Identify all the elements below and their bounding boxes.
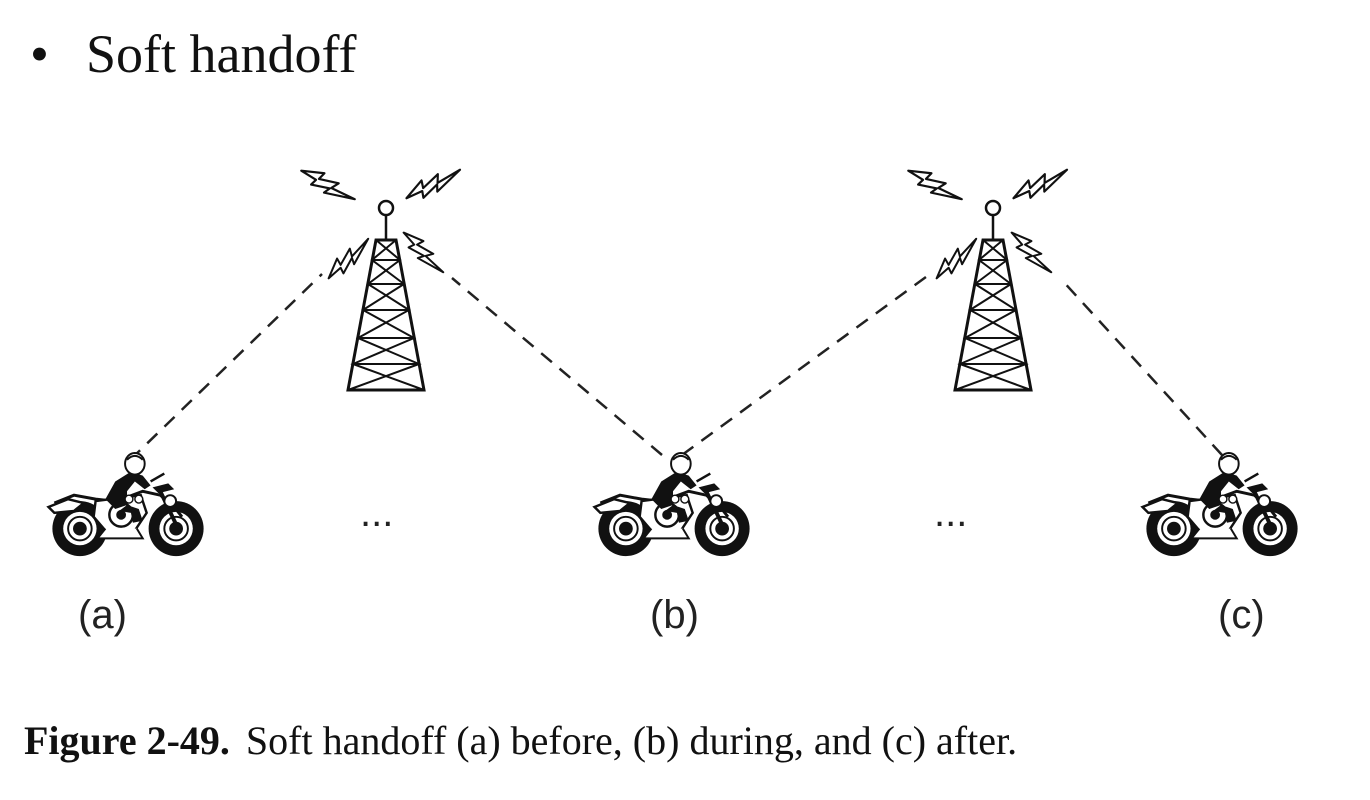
radio-tower-icon: [953, 199, 1033, 392]
lightning-bolt-icon: [1004, 225, 1058, 279]
lightning-bolt-icon: [401, 160, 466, 207]
link-c-to-tower-2: [1059, 277, 1223, 456]
link-b-to-tower-2: [681, 272, 931, 457]
ellipsis-2: ...: [934, 491, 967, 535]
link-a-to-tower-1: [129, 273, 323, 461]
radio-links: [129, 272, 1223, 461]
slide-heading: Soft handoff: [86, 24, 357, 84]
bullet-glyph: •: [30, 24, 49, 84]
lightning-bolt-icon: [321, 232, 375, 286]
lightning-bolt-icon: [903, 161, 967, 208]
caption-text: Soft handoff (a) before, (b) during, and…: [245, 718, 1018, 763]
motorcycle-rider-icon: [592, 452, 752, 559]
slide-bullet: • Soft handoff: [30, 22, 356, 86]
motorcycle-rider-icon: [46, 452, 206, 559]
figure-caption: Figure 2-49. Soft handoff (a) before, (b)…: [24, 716, 1017, 766]
radio-tower-icon: [346, 199, 426, 392]
position-label-b: (b): [650, 593, 699, 637]
link-b-to-tower-1: [451, 277, 663, 456]
figure-number: Figure 2-49.: [24, 718, 230, 763]
position-label-a: (a): [78, 593, 127, 637]
motorcycle-rider-icon: [1140, 452, 1300, 559]
position-label-c: (c): [1218, 593, 1265, 637]
lightning-bolt-icon: [929, 232, 983, 286]
lightning-bolt-icon: [1008, 160, 1073, 207]
lightning-bolt-icon: [396, 225, 450, 279]
lightning-bolt-icon: [296, 161, 360, 208]
ellipsis-1: ...: [360, 491, 393, 535]
